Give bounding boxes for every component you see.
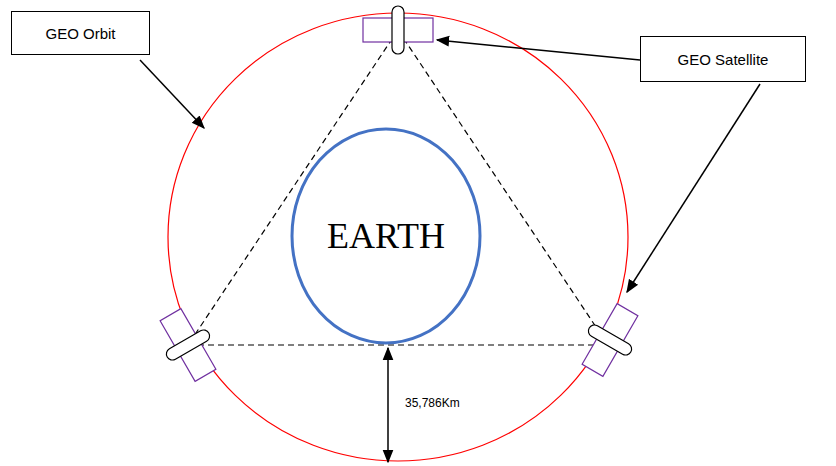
leader-line bbox=[627, 84, 760, 292]
earth-label: EARTH bbox=[327, 215, 445, 257]
callout-box: GEO Satellite bbox=[640, 36, 806, 82]
altitude-dimension bbox=[387, 348, 389, 462]
callout-text: GEO Orbit bbox=[45, 25, 115, 42]
geo-orbit bbox=[168, 13, 628, 461]
callout-text: GEO Satellite bbox=[678, 51, 769, 68]
satellite bbox=[363, 6, 433, 54]
dimension-label: 35,786Km bbox=[404, 396, 461, 410]
leader-line bbox=[437, 40, 640, 60]
satellite bbox=[572, 298, 649, 383]
dashed-triangle bbox=[188, 30, 608, 345]
callout-box: GEO Orbit bbox=[11, 11, 150, 55]
satellite bbox=[150, 303, 227, 388]
leader-line bbox=[140, 60, 204, 128]
earth-circle: EARTH bbox=[290, 127, 482, 345]
